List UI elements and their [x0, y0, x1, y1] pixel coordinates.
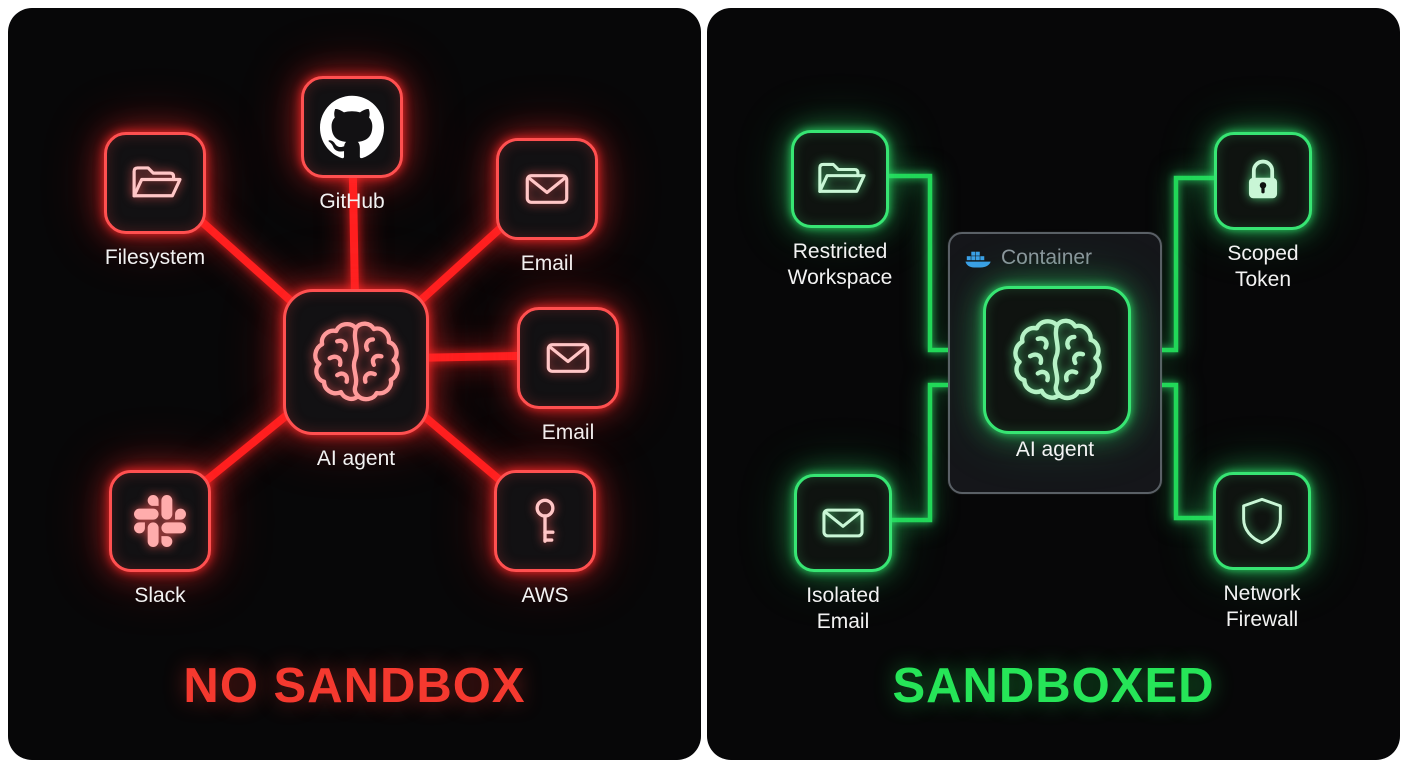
network-firewall-label: Network Firewall	[1223, 582, 1301, 631]
scoped-token-box	[1214, 132, 1312, 230]
docker-icon	[965, 251, 991, 268]
ai-agent-node: AI agent	[283, 289, 429, 472]
filesystem-node-box	[104, 132, 206, 234]
ai-agent-label: AI agent	[1015, 438, 1095, 461]
shield-icon	[1242, 497, 1282, 545]
email-node-1: Email	[496, 138, 598, 277]
github-icon	[320, 95, 384, 159]
network-firewall-box	[1213, 472, 1311, 570]
ai-agent-box	[283, 289, 429, 435]
aws-node-box	[494, 470, 596, 572]
ai-agent-box	[983, 286, 1131, 434]
scoped-token-label: Scoped Token	[1227, 242, 1299, 291]
slack-label: Slack	[134, 584, 186, 607]
email-node-2: Email	[517, 307, 619, 446]
isolated-email-box	[794, 474, 892, 572]
filesystem-label: Filesystem	[104, 246, 206, 269]
no-sandbox-title: NO SANDBOX	[183, 659, 526, 713]
folder-icon	[818, 162, 866, 193]
email-node-1-box	[496, 138, 598, 240]
email-node-2-box	[517, 307, 619, 409]
restricted-workspace-box	[791, 130, 889, 228]
filesystem-node: Filesystem	[104, 132, 206, 271]
key-icon	[535, 498, 555, 543]
brain-icon	[1013, 318, 1102, 401]
slack-node: Slack	[109, 470, 211, 609]
brain-icon	[313, 321, 400, 402]
restricted-workspace-label: Restricted Workspace	[787, 240, 893, 289]
envelope-icon	[822, 508, 864, 538]
github-node: GitHub	[301, 76, 403, 215]
envelope-icon	[546, 343, 590, 373]
ai-agent-label: AI agent	[316, 447, 396, 470]
container-box: Container AI agent	[948, 232, 1162, 494]
slack-node-box	[109, 470, 211, 572]
scoped-token-node: Scoped Token	[1198, 132, 1328, 292]
isolated-email-node: Isolated Email	[778, 474, 908, 634]
no-sandbox-panel: GitHub Filesystem	[8, 8, 701, 760]
lock-icon	[1248, 159, 1278, 199]
container-header: Container	[965, 246, 1092, 270]
email-1-label: Email	[520, 252, 574, 275]
aws-label: AWS	[521, 584, 569, 607]
email-2-label: Email	[541, 421, 595, 444]
sandboxed-panel: Restricted Workspace Scoped Token	[707, 8, 1400, 760]
aws-node: AWS	[494, 470, 596, 609]
folder-icon	[132, 166, 182, 198]
restricted-workspace-node: Restricted Workspace	[775, 130, 905, 290]
slack-icon	[134, 495, 186, 547]
container-label: Container	[1001, 246, 1093, 269]
github-node-box	[301, 76, 403, 178]
isolated-email-label: Isolated Email	[806, 584, 880, 633]
network-firewall-node: Network Firewall	[1197, 472, 1327, 632]
envelope-icon	[525, 174, 569, 204]
sandboxed-title: SANDBOXED	[892, 659, 1215, 713]
github-label: GitHub	[319, 190, 385, 213]
